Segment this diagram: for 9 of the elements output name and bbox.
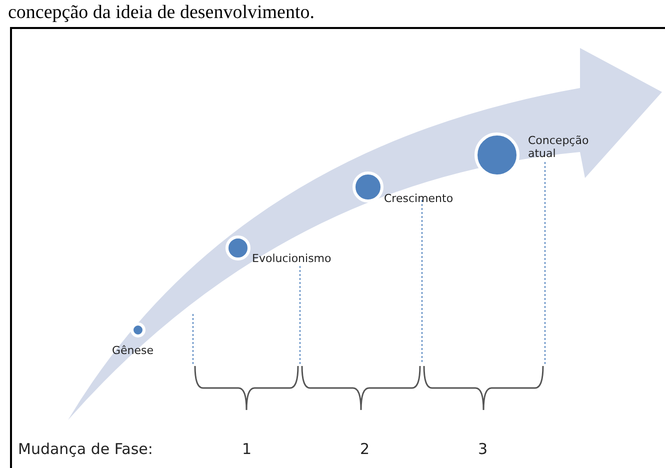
phase-number: 2 bbox=[360, 440, 370, 458]
stage-label: Evolucionismo bbox=[252, 252, 332, 265]
stage-label: Concepção atual bbox=[528, 134, 590, 160]
phase-number: 3 bbox=[478, 440, 488, 458]
phase-number: 1 bbox=[242, 440, 252, 458]
stage-label: Crescimento bbox=[384, 192, 454, 205]
caption: concepção da ideia de desenvolvimento. bbox=[8, 2, 315, 24]
axis-title: Mudança de Fase: bbox=[18, 440, 153, 458]
stage-label: Gênese bbox=[112, 344, 154, 357]
